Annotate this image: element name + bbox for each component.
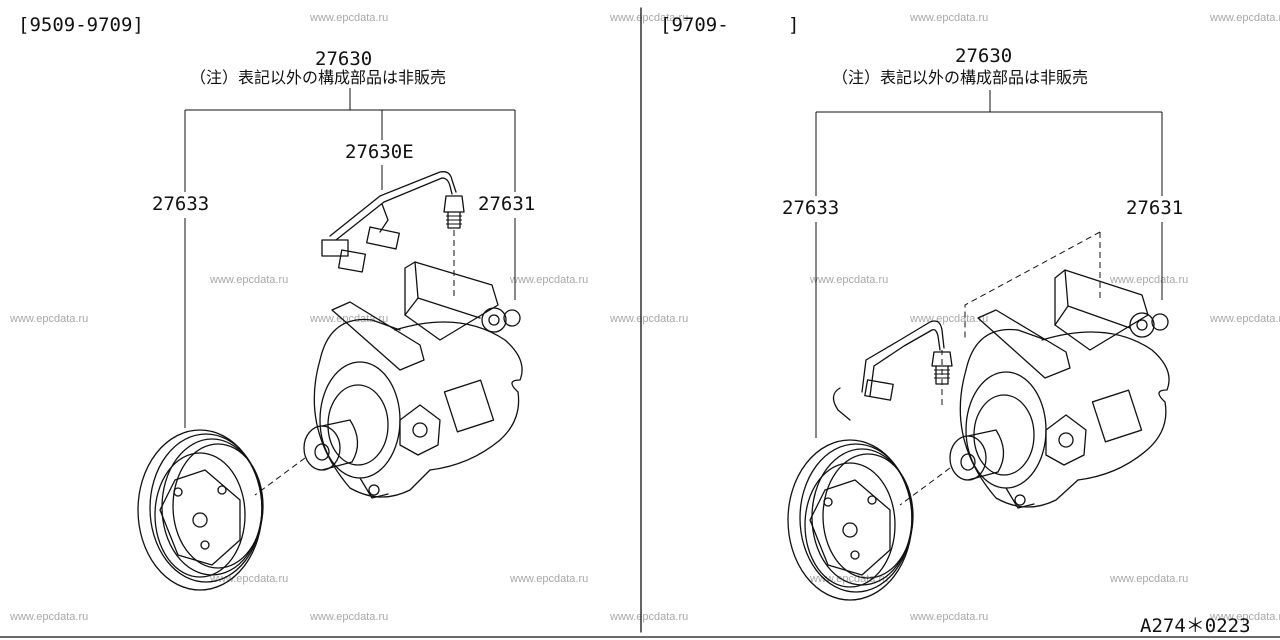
left-part-27631[interactable]: 27631 — [478, 193, 535, 215]
right-harness-enclosure — [941, 231, 1101, 405]
watermark: www.epcdata.ru — [609, 611, 688, 623]
left-part-27633[interactable]: 27633 — [152, 193, 209, 215]
right-compressor-body — [899, 269, 1170, 509]
watermark: www.epcdata.ru — [1209, 611, 1280, 623]
left-panel: [9509-9709] 27630 （注）表記以外の構成部品は非販売 27633… — [18, 14, 535, 591]
right-panel: [9709- ] 27630 （注）表記以外の構成部品は非販売 27633 27… — [660, 14, 1183, 601]
right-part-27633[interactable]: 27633 — [782, 197, 839, 219]
left-pulley — [137, 429, 264, 591]
watermark: www.epcdata.ru — [1109, 573, 1188, 585]
left-compressor-body — [254, 261, 523, 499]
watermark: www.epcdata.ru — [9, 313, 88, 325]
watermark: www.epcdata.ru — [909, 611, 988, 623]
watermark: www.epcdata.ru — [809, 274, 888, 286]
right-part-27631[interactable]: 27631 — [1126, 197, 1183, 219]
watermark: www.epcdata.ru — [209, 274, 288, 286]
right-wiring-harness — [832, 320, 953, 421]
watermark: www.epcdata.ru — [609, 12, 688, 24]
left-assembly-part-number[interactable]: 27630 — [315, 48, 372, 70]
right-assembly-part-number[interactable]: 27630 — [955, 45, 1012, 67]
left-wiring-harness — [321, 171, 465, 298]
watermark: www.epcdata.ru — [309, 313, 388, 325]
watermark: www.epcdata.ru — [909, 313, 988, 325]
left-part-27630e[interactable]: 27630E — [345, 141, 414, 163]
left-leader-bracket — [184, 88, 516, 428]
left-range-label: [9509-9709] — [18, 14, 144, 36]
watermark: www.epcdata.ru — [1109, 274, 1188, 286]
watermark: www.epcdata.ru — [9, 611, 88, 623]
watermark: www.epcdata.ru — [509, 573, 588, 585]
watermark: www.epcdata.ru — [909, 12, 988, 24]
right-note: （注）表記以外の構成部品は非販売 — [832, 68, 1088, 87]
right-pulley — [787, 439, 914, 601]
left-note: （注）表記以外の構成部品は非販売 — [190, 68, 446, 87]
watermarks: www.epcdata.ru www.epcdata.ru www.epcdat… — [9, 12, 1280, 623]
watermark: www.epcdata.ru — [509, 274, 588, 286]
watermark: www.epcdata.ru — [309, 611, 388, 623]
right-leader-bracket — [815, 90, 1163, 438]
right-range-label-end: ] — [788, 14, 799, 36]
watermark: www.epcdata.ru — [309, 12, 388, 24]
watermark: www.epcdata.ru — [609, 313, 688, 325]
diagram-code: A274＊0223 — [1140, 615, 1251, 637]
right-range-label-start: [9709- — [660, 14, 729, 36]
watermark: www.epcdata.ru — [1209, 12, 1280, 24]
watermark: www.epcdata.ru — [1209, 313, 1280, 325]
